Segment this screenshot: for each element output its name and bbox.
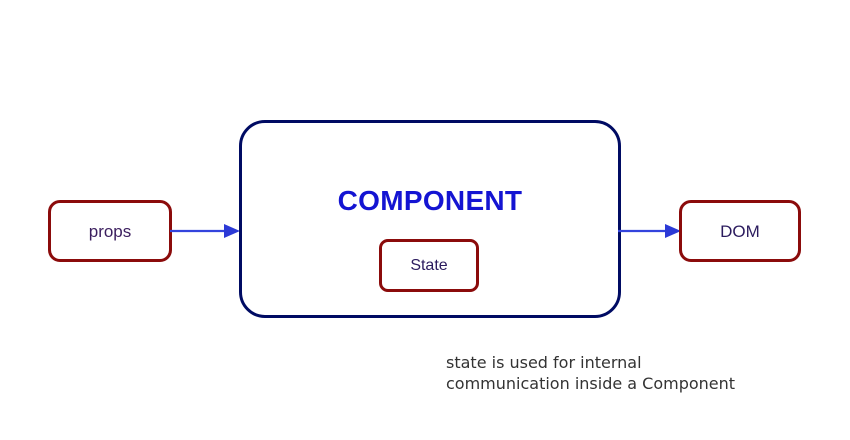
state-node[interactable]: State <box>379 239 479 292</box>
dom-node[interactable]: DOM <box>679 200 801 262</box>
diagram-caption: state is used for internal communication… <box>446 353 736 393</box>
state-node-label: State <box>410 256 448 274</box>
component-title: COMPONENT <box>337 185 523 216</box>
arrow-head <box>224 224 240 238</box>
arrow-component-to-dom <box>618 224 681 238</box>
props-node[interactable]: props <box>48 200 172 262</box>
component-node[interactable]: COMPONENT <box>239 120 621 318</box>
arrow-head <box>665 224 681 238</box>
dom-node-label: DOM <box>720 221 760 241</box>
props-node-label: props <box>88 221 132 241</box>
arrow-props-to-component <box>170 224 240 238</box>
